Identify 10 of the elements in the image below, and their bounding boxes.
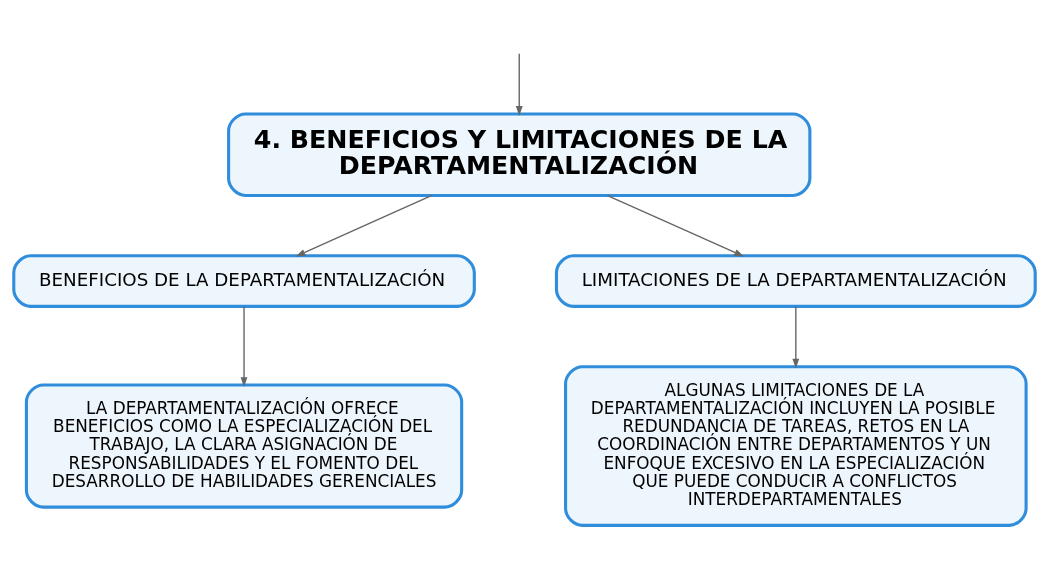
arrow — [606, 194, 745, 257]
node-box: LIMITACIONES DE LA DEPARTAMENTALIZACIÓN — [554, 253, 1037, 308]
node-box: LA DEPARTAMENTALIZACIÓN OFRECE BENEFICIOS COMO LA ESPECIALIZACIÓN DEL TRABAJO, LA CLARA ASIGNACIÓN DE RESPONSABILIDADES Y EL FOMENTO DEL DESARROLLO DE HABILIDADES GERENCIALES — [24, 382, 464, 509]
arrow — [295, 194, 433, 257]
node-box: ALGUNAS LIMITACIONES DE LA DEPARTAMENTALIZACIÓN INCLUYEN LA POSIBLE REDUNDANCIA DE TAREAS, RETOS EN LA COORDINACIÓN ENTRE DEPARTAMENTOS Y UN ENFOQUE EXCESIVO EN LA ESPECIALIZACIÓN QUE PUEDE CONDUCIR A CONFLICTOS INTERDEPARTAMENTALES — [564, 364, 1028, 527]
node-box: BENEFICIOS DE LA DEPARTAMENTALIZACIÓN — [12, 253, 476, 308]
arrow — [792, 305, 800, 368]
arrow — [515, 52, 523, 116]
node-box: 4. BENEFICIOS Y LIMITACIONES DE LA DEPARTAMENTALIZACIÓN — [227, 111, 812, 197]
arrow — [240, 305, 248, 387]
